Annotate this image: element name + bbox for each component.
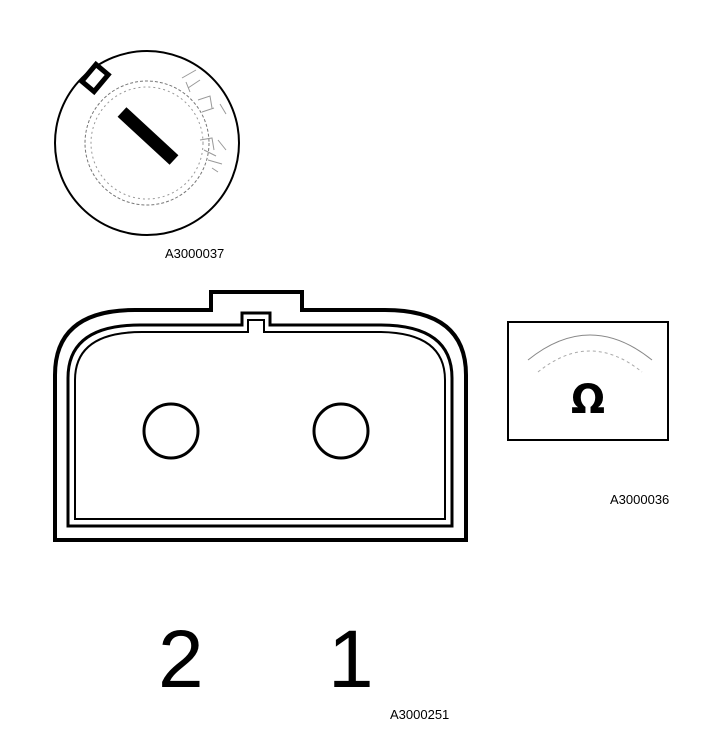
ohmmeter-body: [507, 321, 669, 441]
connector-pin-2-socket: [142, 402, 200, 460]
connector-housing-inner: [66, 311, 454, 528]
connector-face: [74, 319, 446, 520]
switch-position-marks: [181, 69, 227, 173]
key-slot-icon: [117, 107, 179, 165]
ignition-switch-figure: [54, 50, 240, 236]
pin-label-2: 2: [158, 614, 204, 705]
ohm-symbol-icon: Ω: [571, 377, 605, 423]
connector-housing-outer: [53, 290, 468, 542]
connector-figure: [53, 290, 468, 542]
ohmmeter-figure: Ω: [507, 321, 669, 441]
pin-label-1: 1: [328, 614, 374, 705]
lock-position-marker-icon: [78, 60, 112, 96]
ignition-switch-outer-ring: [54, 50, 240, 236]
ignition-switch-inner-ring: [84, 80, 210, 206]
connector-pin-1-socket: [312, 402, 370, 460]
ohmmeter-scale-outer: [527, 334, 653, 361]
ohmmeter-scale-inner: [537, 350, 643, 373]
ohmmeter-caption: A3000036: [610, 492, 669, 507]
ignition-switch-inner-ring-2: [90, 86, 204, 200]
ignition-switch-caption: A3000037: [165, 246, 224, 261]
connector-caption: A3000251: [390, 707, 449, 722]
